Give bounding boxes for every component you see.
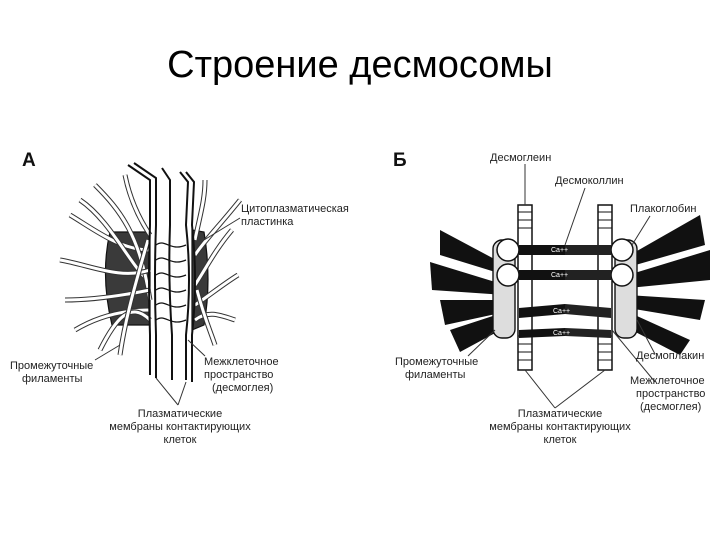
membranes-b — [518, 205, 612, 370]
label-desmoglein: Десмоглеин — [490, 152, 551, 164]
label-intercellular-b-line2: пространство — [636, 388, 705, 400]
ca-label-4: Ca++ — [553, 328, 570, 340]
ca-label-3: Ca++ — [553, 306, 570, 318]
label-plakoglobin: Плакоглобин — [630, 203, 696, 215]
label-membranes-b-line2: мембраны контактирующих — [460, 421, 660, 433]
label-intercellular-b-line1: Межклеточное — [630, 375, 705, 387]
label-membranes-b-line1: Плазматические — [460, 408, 660, 420]
cadherin-bridges-b — [519, 245, 611, 338]
label-desmoplakin: Десмоплакин — [636, 350, 704, 362]
ca-label-1: Ca++ — [551, 245, 568, 257]
label-filaments-b-line2: филаменты — [405, 369, 465, 381]
label-filaments-b-line1: Промежуточные — [395, 356, 478, 368]
label-membranes-b-line3: клеток — [460, 434, 660, 446]
label-desmocollin: Десмоколлин — [555, 175, 624, 187]
ca-label-2: Ca++ — [551, 270, 568, 282]
